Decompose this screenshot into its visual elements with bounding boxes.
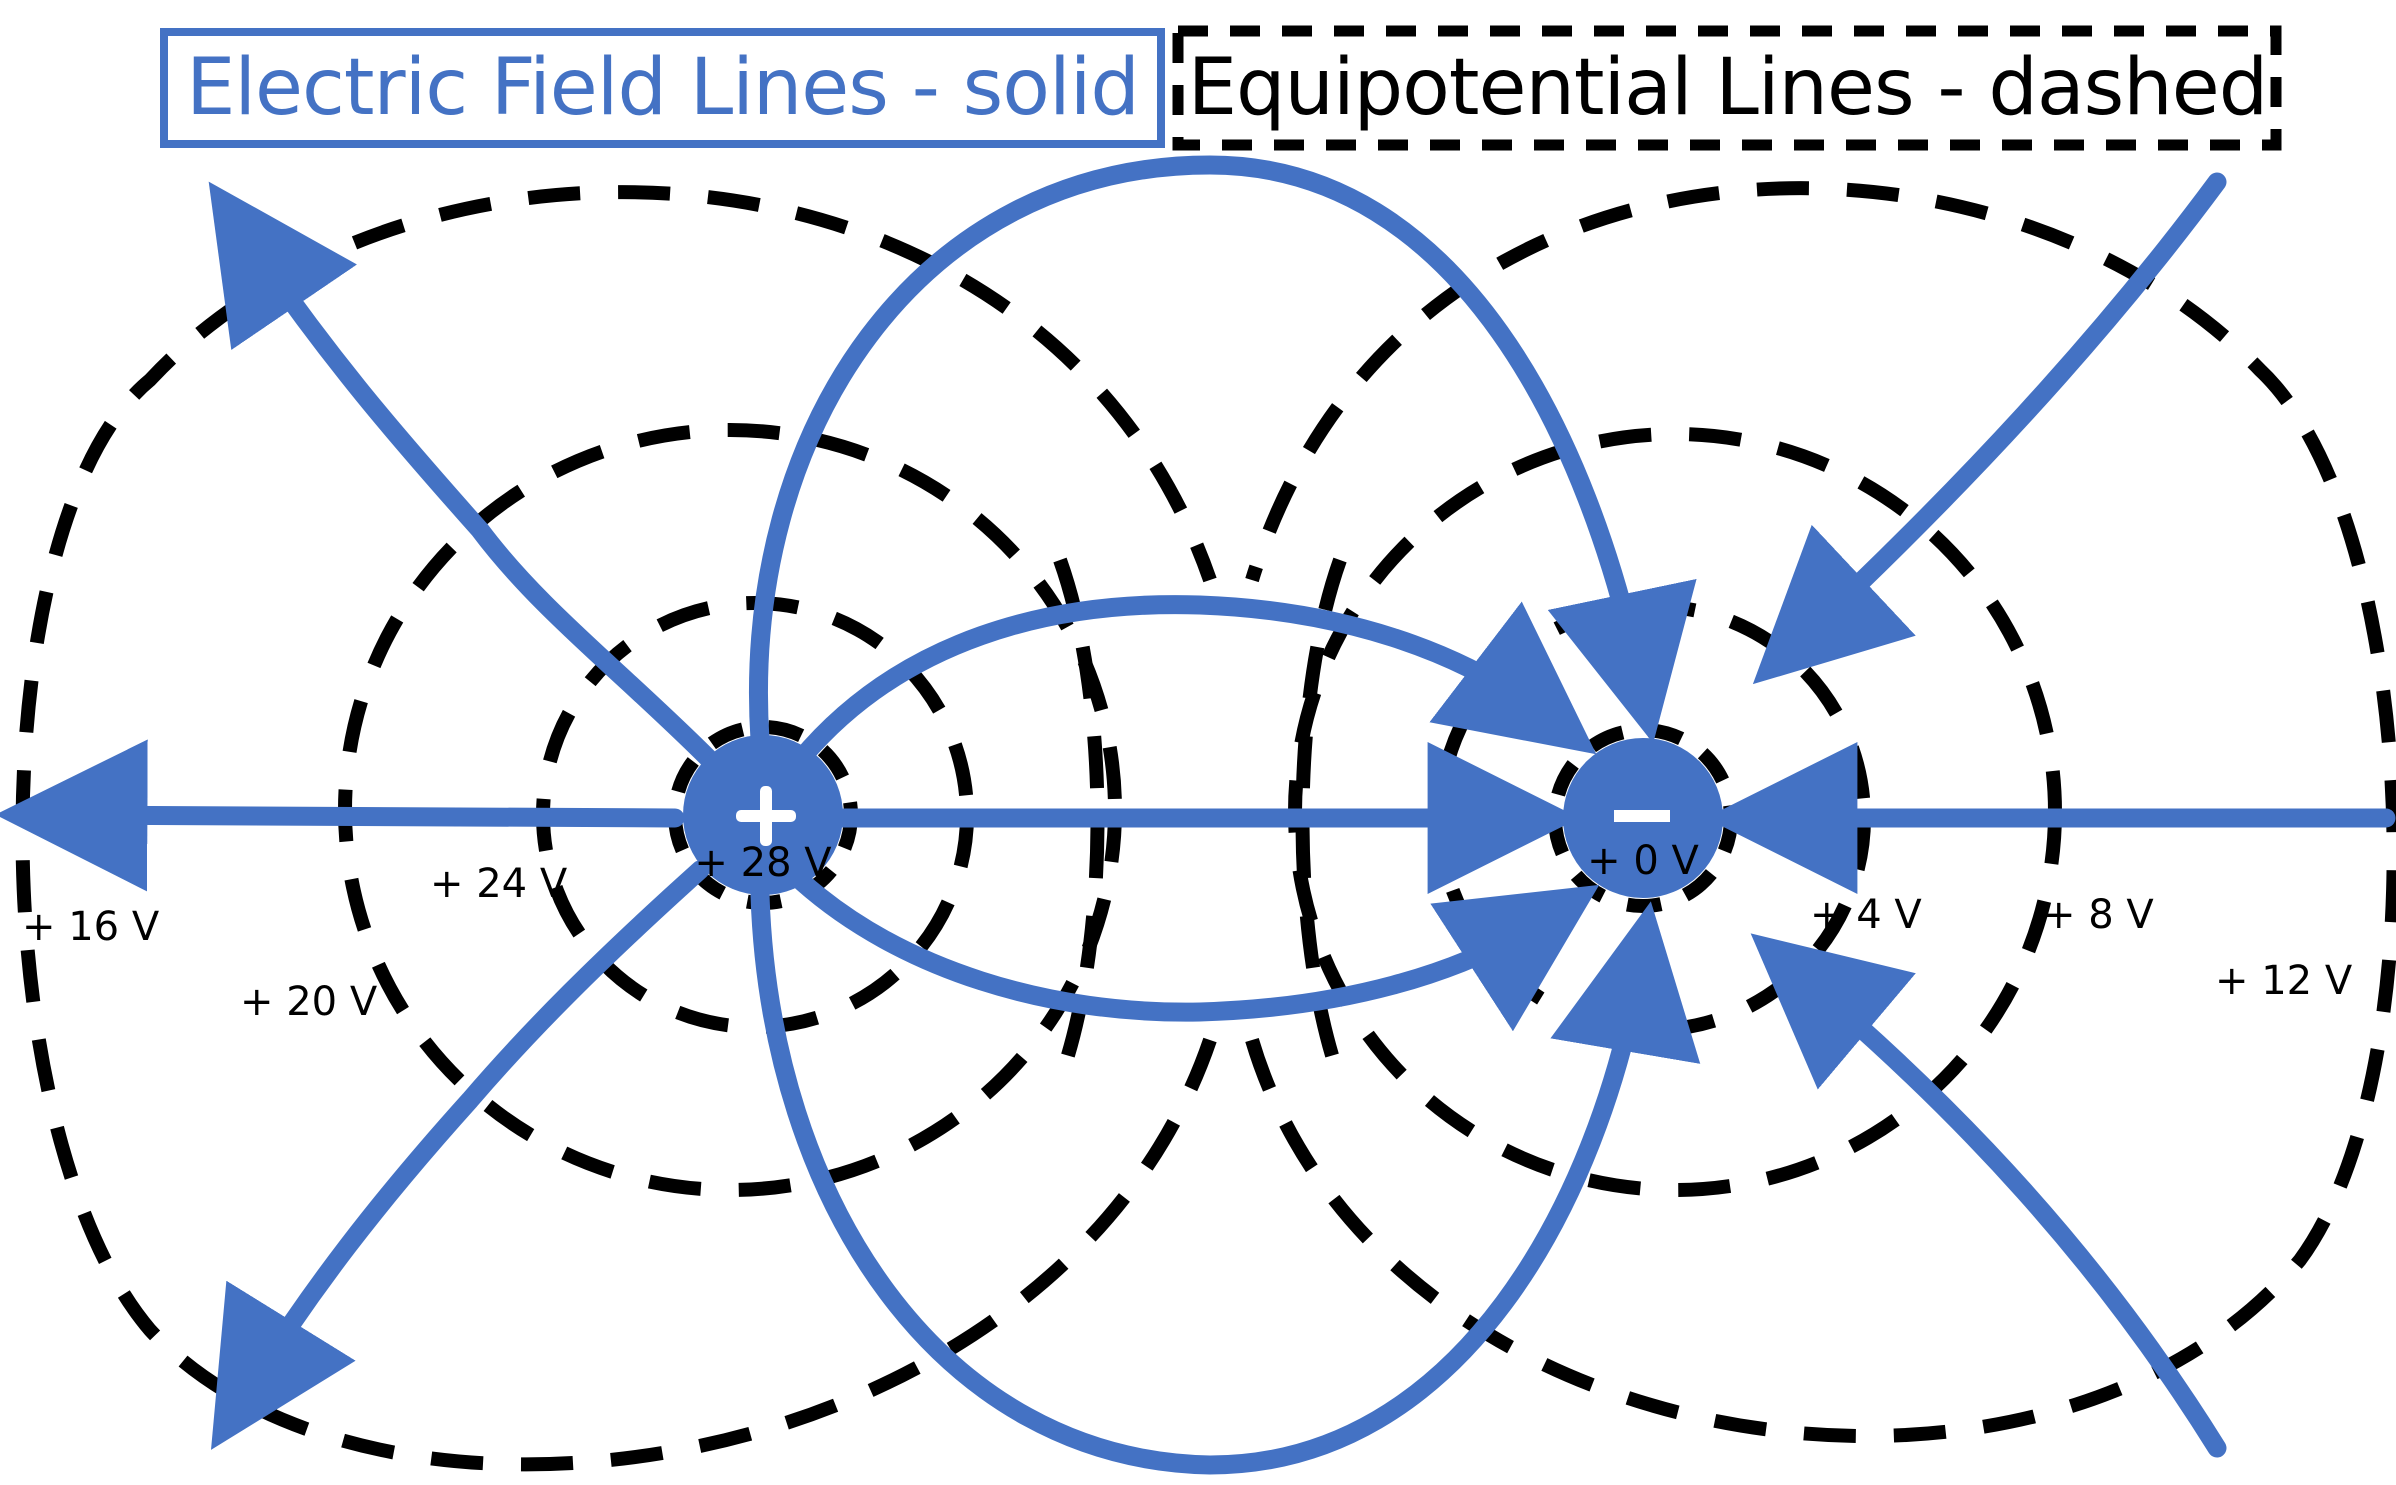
field-line-upper-left [208,181,720,770]
label-plus-24v: + 24 V [430,861,568,907]
field-line-lower-left [210,860,710,1450]
minus-icon [1614,810,1670,822]
field-line-top-loop [749,155,1697,750]
field-line-left-horizontal [0,739,685,892]
equipotential-16v [15,185,1217,1472]
legend-equipotential-lines: Equipotential Lines - dashed [1175,28,2280,148]
field-line-upper-right [1752,172,2227,685]
field-line-lower-inner-arc [790,870,1600,1032]
label-plus-8v: + 8 V [2042,892,2154,938]
field-line-bottom-loop [750,885,1701,1475]
field-line-lower-right [1750,933,2227,1458]
label-plus-16v: + 16 V [22,904,160,950]
legend-field-text: Electric Field Lines - solid [186,43,1140,133]
plus-icon-vertical [760,786,772,846]
label-plus-12v: + 12 V [2215,958,2353,1004]
equipotential-12v [1245,181,2396,1443]
electric-field-lines [0,155,2396,1475]
label-plus-28v: + 28 V [694,840,832,886]
legend-equipotential-text: Equipotential Lines - dashed [1187,43,2268,133]
label-plus-0v: + 0 V [1587,838,1699,884]
equipotential-middle-left-inner [1053,557,1105,1083]
label-plus-4v: + 4 V [1810,892,1922,938]
equipotential-middle-right-inner [1295,557,1347,1083]
legend-electric-field-lines: Electric Field Lines - solid [160,28,1165,148]
label-plus-20v: + 20 V [240,979,378,1025]
negative-charge: + 0 V [1563,738,1723,898]
field-line-upper-inner-arc [790,595,1597,770]
positive-charge: + 28 V [683,735,843,895]
